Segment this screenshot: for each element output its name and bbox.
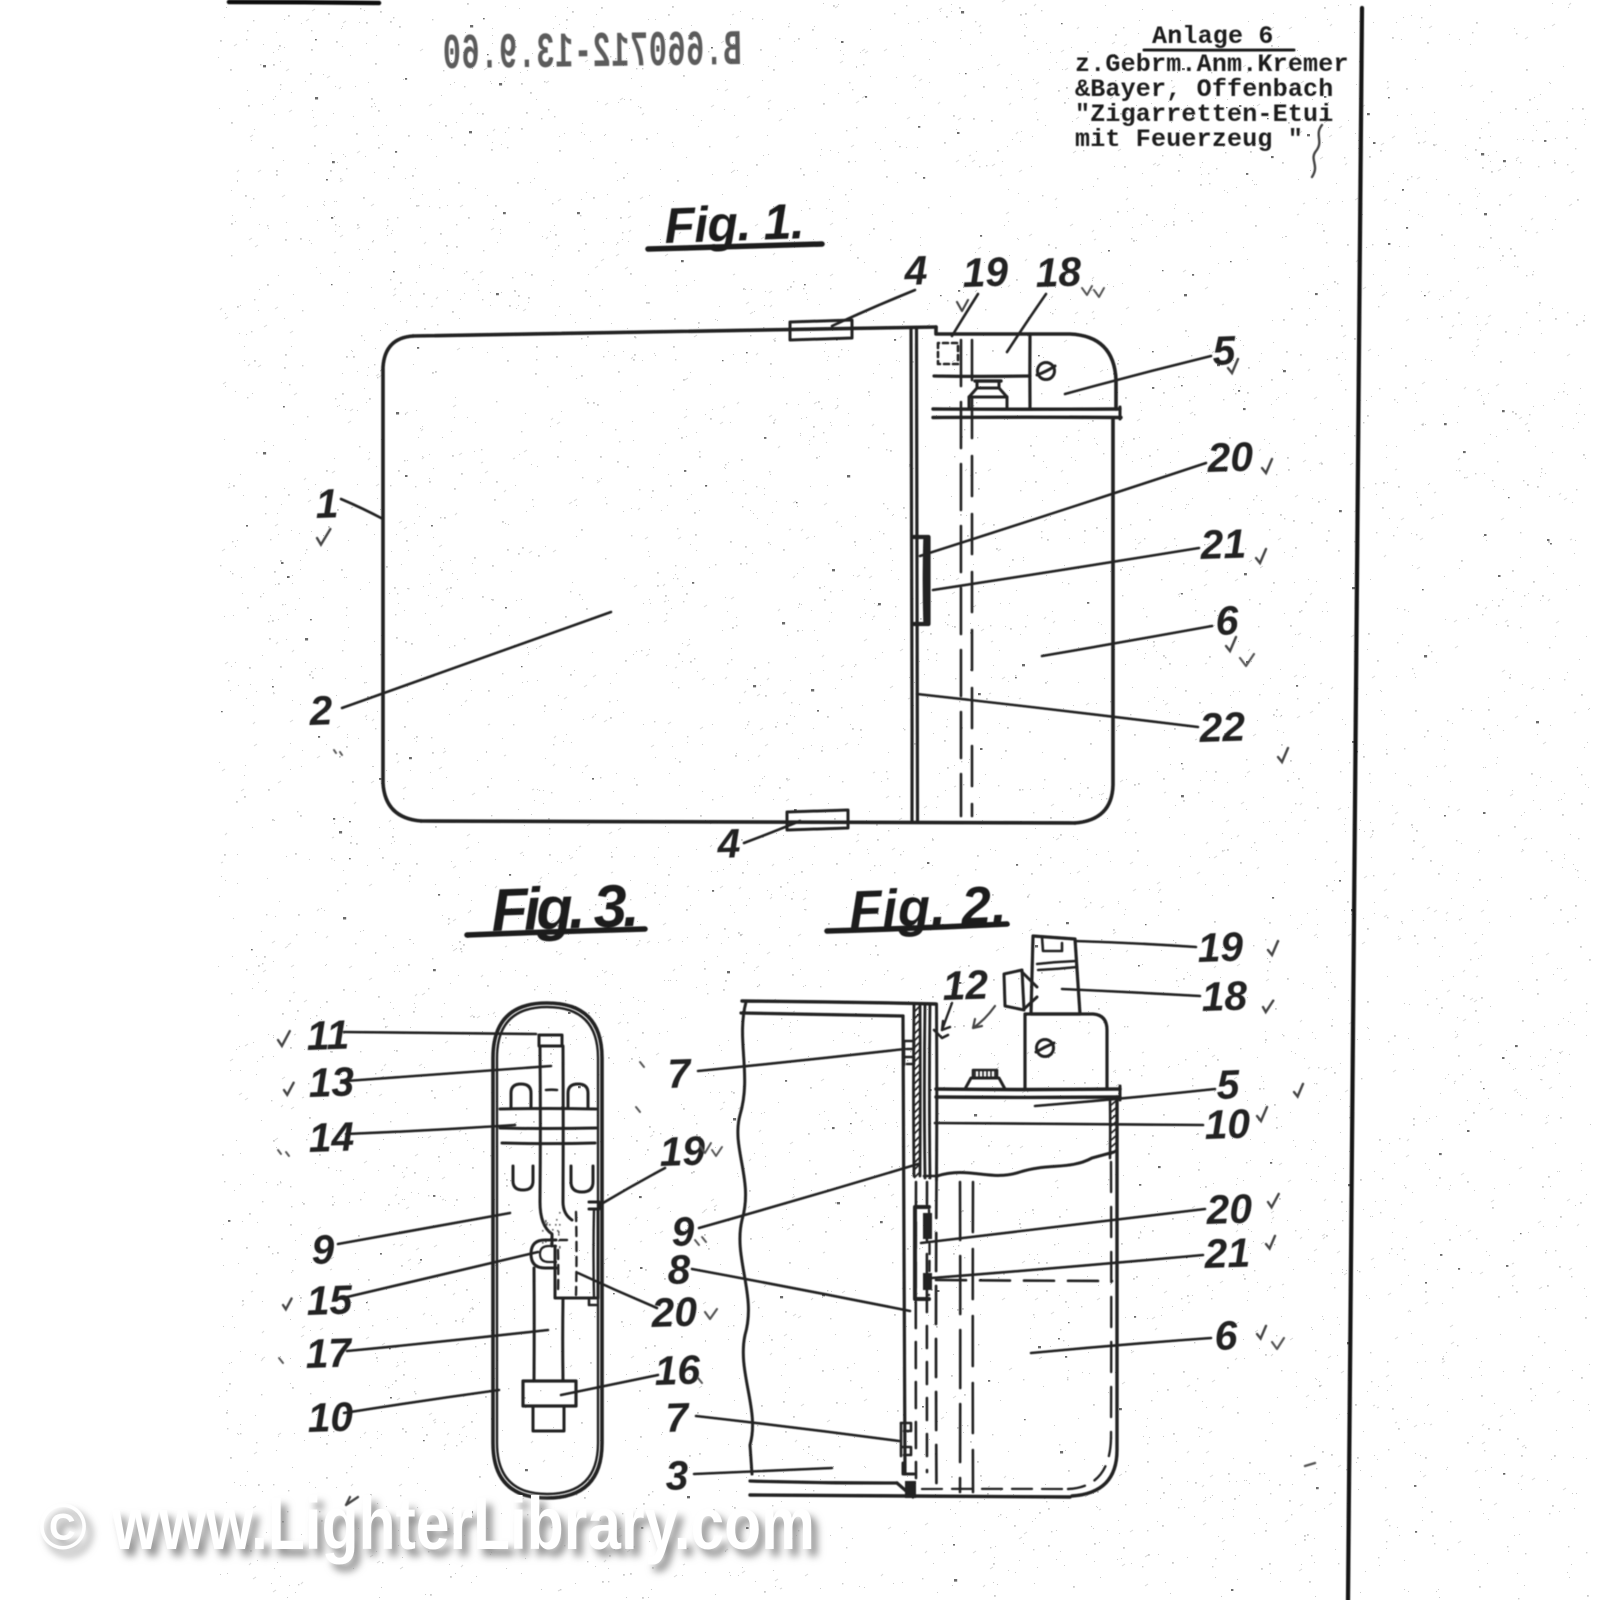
svg-text:11: 11 <box>306 1012 350 1059</box>
svg-text:1: 1 <box>315 480 339 527</box>
svg-text:22: 22 <box>1198 703 1246 751</box>
svg-text:©: © <box>39 1490 87 1563</box>
svg-text:13: 13 <box>308 1058 355 1106</box>
svg-text:©: © <box>45 1497 93 1570</box>
svg-text:10: 10 <box>307 1393 354 1441</box>
svg-text:2: 2 <box>308 687 334 734</box>
svg-text:9: 9 <box>671 1208 696 1255</box>
svg-text:www.LighterLibrary.com: www.LighterLibrary.com <box>111 1482 815 1565</box>
svg-text:14: 14 <box>308 1113 355 1161</box>
svg-text:4: 4 <box>903 247 929 294</box>
svg-text:7: 7 <box>665 1394 692 1441</box>
svg-text:www.LighterLibrary.com: www.LighterLibrary.com <box>117 1489 821 1572</box>
svg-text:16: 16 <box>654 1346 702 1394</box>
svg-text:6: 6 <box>1214 1312 1240 1359</box>
svg-text:18: 18 <box>1035 248 1082 296</box>
svg-text:15: 15 <box>306 1276 354 1324</box>
svg-text:8: 8 <box>667 1246 692 1293</box>
svg-text:z.Gebrm.Anm.Kremer: z.Gebrm.Anm.Kremer <box>1075 50 1349 79</box>
svg-text:19: 19 <box>1197 923 1244 971</box>
svg-text:mit Feuerzeug ": mit Feuerzeug " <box>1075 125 1303 154</box>
svg-text:B.660712-13.9.60: B.660712-13.9.60 <box>442 24 742 84</box>
svg-text:&Bayer, Offenbach: &Bayer, Offenbach <box>1075 75 1333 104</box>
svg-text:4: 4 <box>716 820 742 867</box>
svg-text:21: 21 <box>1199 520 1247 568</box>
svg-text:18: 18 <box>1201 972 1248 1020</box>
svg-text:5: 5 <box>1216 1061 1242 1108</box>
svg-text:10: 10 <box>1204 1100 1251 1148</box>
svg-text:21: 21 <box>1203 1229 1251 1277</box>
svg-text:20: 20 <box>650 1288 698 1336</box>
svg-text:7: 7 <box>667 1050 694 1097</box>
svg-text:17: 17 <box>305 1329 354 1377</box>
svg-text:"Zigarretten-Etui: "Zigarretten-Etui <box>1075 100 1333 129</box>
svg-text:Anlage 6: Anlage 6 <box>1152 22 1274 51</box>
svg-text:20: 20 <box>1205 1185 1253 1233</box>
svg-text:19: 19 <box>962 248 1009 296</box>
svg-text:12: 12 <box>942 961 989 1009</box>
svg-text:3: 3 <box>665 1452 690 1499</box>
svg-text:20: 20 <box>1206 433 1254 481</box>
svg-text:5: 5 <box>1212 327 1238 374</box>
svg-text:19: 19 <box>659 1127 706 1175</box>
svg-text:9: 9 <box>311 1226 336 1273</box>
